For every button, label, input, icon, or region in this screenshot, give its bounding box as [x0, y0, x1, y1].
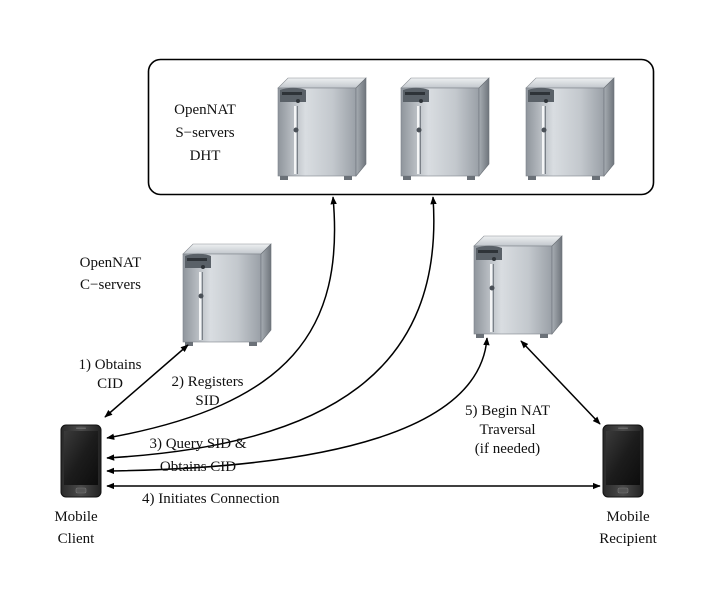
sservers-label-line2: S−servers	[175, 125, 235, 141]
sserver-3-icon	[525, 77, 615, 181]
step5-label: 5) Begin NAT Traversal (if needed)	[450, 402, 565, 459]
mobile-client-label-line2: Client	[57, 531, 95, 547]
cservers-label-line1: OpenNAT	[79, 255, 142, 271]
step2-label-line2: SID	[195, 393, 220, 409]
mobile-client-label-line1: Mobile	[54, 509, 98, 525]
step3-label: 3) Query SID & Obtains CID	[128, 435, 268, 477]
cservers-label: OpenNAT C−servers	[63, 254, 158, 295]
sserver-1-icon	[277, 77, 367, 181]
cserver-icon	[182, 243, 272, 347]
mobile-recipient-icon	[602, 424, 644, 498]
step5-label-line2: Traversal	[479, 422, 536, 438]
step4-label: 4) Initiates Connection	[142, 491, 280, 507]
nat-server-icon	[473, 235, 563, 339]
mobile-client-icon	[60, 424, 102, 498]
mobile-recipient-label-line1: Mobile	[606, 509, 650, 525]
step3-label-line2: Obtains CID	[159, 459, 237, 475]
mobile-recipient-label: Mobile Recipient	[583, 508, 673, 549]
step5-label-line1: 5) Begin NAT	[465, 403, 550, 419]
step1-label: 1) Obtains CID	[64, 356, 156, 394]
step2-label: 2) Registers SID	[160, 373, 255, 411]
step2-label-line1: 2) Registers	[171, 374, 244, 390]
sservers-label-line3: DHT	[189, 148, 221, 164]
step1-label-line1: 1) Obtains	[78, 357, 142, 373]
step5-label-line3: (if needed)	[474, 441, 541, 457]
sservers-label: OpenNAT S−servers DHT	[160, 101, 250, 166]
cservers-label-line2: C−servers	[80, 277, 141, 293]
mobile-client-label: Mobile Client	[36, 508, 116, 549]
arrow-nat-to-recipient	[520, 340, 601, 425]
sservers-label-line1: OpenNAT	[174, 102, 236, 118]
step1-label-line2: CID	[97, 376, 123, 392]
mobile-recipient-label-line2: Recipient	[599, 531, 657, 547]
step3-label-line1: 3) Query SID &	[149, 436, 247, 452]
arrow-begin-nat-traversal	[106, 337, 490, 475]
sserver-2-icon	[400, 77, 490, 181]
